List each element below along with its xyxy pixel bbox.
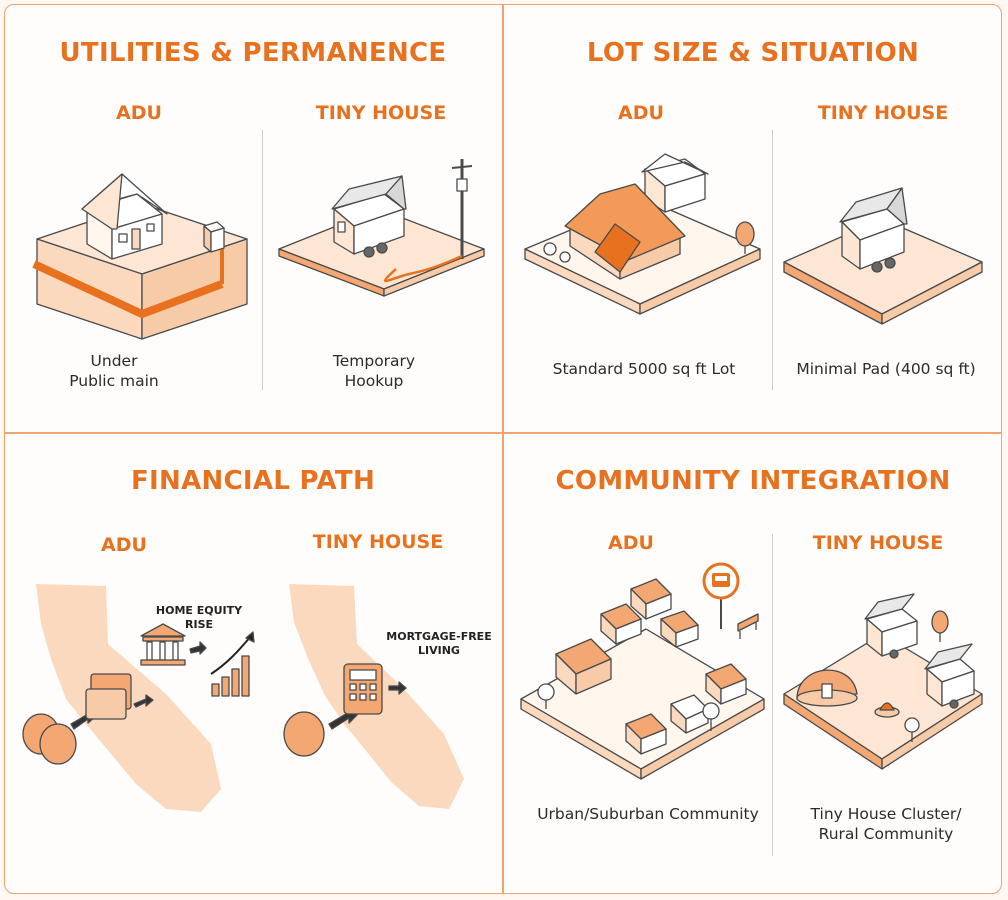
house-icon [625,713,667,755]
minimal-pad-illustration [783,187,983,325]
calculator-icon [343,663,383,715]
column-label-adu: ADU [116,102,162,124]
column-label-tiny-house: TINY HOUSE [812,532,944,554]
caption-line: Public main [69,372,159,390]
caption-line: Temporary [332,352,416,370]
column-divider [772,130,773,390]
quadrant-financial-path: FINANCIAL PATH ADU TINY HOUSE [4,434,502,862]
quadrant-title: UTILITIES & PERMANENCE [59,38,447,68]
caption-line: Under [90,352,138,370]
bench-icon [737,613,759,639]
annotation-line: LIVING [418,644,460,657]
column-label-tiny-house: TINY HOUSE [312,531,444,553]
house-icon [660,610,699,648]
money-bag-icon [22,713,77,765]
caption-line: Hookup [344,372,404,390]
house-icon [630,578,672,620]
power-pole-icon [451,159,473,259]
electric-meter-icon [203,221,225,253]
rural-cluster-illustration [783,593,983,770]
money-bag-icon [283,711,325,757]
caption-tiny-house: Temporary Hookup [264,351,484,391]
annotation-line: RISE [185,618,213,631]
house-icon [705,663,747,705]
quadrant-lot-size-situation: LOT SIZE & SITUATION ADU TINY HOUSE [504,4,1002,432]
horizontal-divider [4,432,1002,434]
bank-icon [140,623,186,666]
house-icon [564,183,686,280]
dome-icon [796,669,858,707]
extension-cord-icon [383,254,463,283]
annotation-line: HOME EQUITY [156,604,243,617]
quadrant-title: FINANCIAL PATH [130,466,376,496]
cash-stack-icon [85,673,132,720]
house-icon [641,153,709,213]
caption-adu: Urban/Suburban Community [537,805,759,823]
house-icon [81,173,168,260]
tiny-house-icon [331,175,407,258]
adu-utility-illustration [32,173,248,340]
caption-tiny-house: Minimal Pad (400 sq ft) [796,360,976,378]
tiny-house-icon [839,187,908,273]
column-divider [262,130,263,390]
adu-financial-illustration: HOME EQUITY RISE [22,584,255,812]
vertical-divider [502,4,504,894]
tiny-house-hookup-illustration [278,159,485,297]
column-label-tiny-house: TINY HOUSE [817,102,949,124]
column-label-tiny-house: TINY HOUSE [315,102,447,124]
tree-icon [543,242,571,263]
tree-icon [735,221,755,254]
standard-lot-illustration [524,153,761,315]
fire-pit-icon [874,702,900,718]
tree-icon [931,610,949,642]
house-icon [555,638,612,695]
house-icon [600,603,642,645]
tiny-house-icon [924,643,975,709]
column-label-adu: ADU [101,534,147,556]
urban-community-illustration [520,562,765,780]
quadrant-title: LOT SIZE & SITUATION [586,38,920,68]
column-divider [772,534,773,856]
caption-line: Tiny House Cluster/ [810,805,962,823]
caption-line: Rural Community [818,825,954,843]
tiny-house-financial-illustration: MORTGAGE-FREE LIVING [283,584,492,809]
quadrant-utilities-permanence: UTILITIES & PERMANENCE ADU TINY HOUSE [4,4,502,432]
quadrant-community-integration: COMMUNITY INTEGRATION ADU TINY HOUSE [504,434,1002,862]
quadrant-title: COMMUNITY INTEGRATION [555,466,951,496]
tree-icon [904,717,920,742]
tree-icon [537,683,555,709]
annotation-line: MORTGAGE-FREE [386,630,491,643]
column-label-adu: ADU [618,102,664,124]
caption-tiny-house: Tiny House Cluster/ Rural Community [776,804,996,844]
growth-chart-icon [210,631,255,697]
caption-adu: Standard 5000 sq ft Lot [552,360,736,378]
bus-stop-icon [702,562,740,629]
house-icon [670,694,709,734]
tiny-house-icon [864,593,918,659]
column-label-adu: ADU [608,532,654,554]
caption-adu: Under Public main [4,351,224,391]
tree-icon [702,702,720,731]
